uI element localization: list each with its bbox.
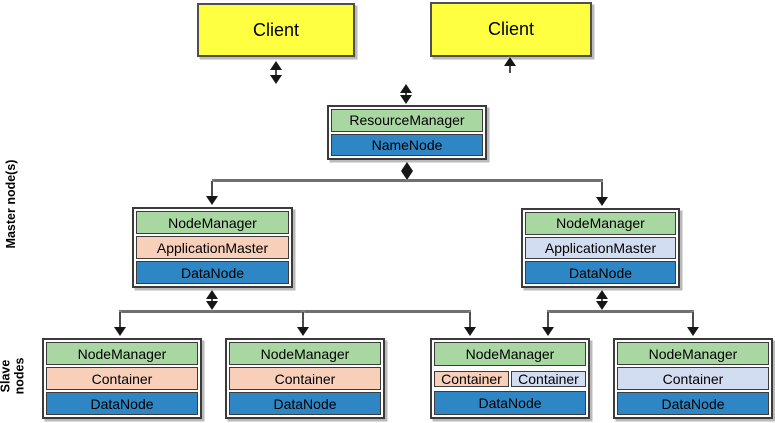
connector-line-right-slaves [547, 310, 694, 313]
client-node-2: Client [430, 2, 592, 57]
connector-line-left-slaves [119, 310, 471, 313]
nodemanager-row: NodeManager [434, 342, 586, 366]
arrow-stem [302, 312, 304, 329]
slave-nodes-label-line1: Slave [0, 359, 13, 393]
arrow-head-down-icon [206, 301, 218, 310]
container-row: Container [229, 367, 381, 390]
arrow-stem [469, 312, 471, 329]
arrow-head-up-icon [270, 61, 282, 70]
nodemanager-row: NodeManager [617, 342, 769, 365]
arrow-head-up-icon [401, 162, 413, 171]
namenode-row: NameNode [331, 133, 483, 156]
arrow-to-slave4 [687, 312, 699, 336]
arrow-stem [601, 182, 603, 199]
arrow-stem [119, 312, 121, 329]
arrow-head-up-icon [596, 290, 608, 299]
arrow-to-slave3-left-container [464, 312, 476, 336]
arrow-head-down-icon [596, 197, 608, 206]
arrow-master-to-workers-line [401, 162, 413, 180]
arrow-head-down-icon [596, 301, 608, 310]
slave-node-1-box: NodeManager Container DataNode [42, 338, 202, 419]
arrow-head-down-icon [400, 95, 412, 104]
arrow-head-up-icon [504, 57, 516, 66]
nodemanager-row: NodeManager [46, 342, 198, 365]
nodemanager-row: NodeManager [525, 212, 676, 235]
slave-node-3-box: NodeManager Container Container DataNode [430, 338, 590, 419]
applicationmaster-row: ApplicationMaster [525, 236, 676, 260]
arrow-stem [211, 296, 213, 304]
arrow-head-up-icon [400, 84, 412, 93]
worker-node-left-box: NodeManager ApplicationMaster DataNode [132, 207, 293, 288]
datanode-row: DataNode [46, 392, 198, 415]
arrow-head-down-icon [401, 171, 413, 180]
arrow-workerleft-to-slaves-line [206, 290, 218, 310]
arrow-stem [405, 90, 407, 98]
arrow-head-down-icon [270, 75, 282, 84]
arrow-to-slave3-right-container [542, 312, 554, 336]
arrow-resourcemanager-clients [400, 84, 412, 104]
arrow-head-down-icon [687, 327, 699, 336]
datanode-row: DataNode [229, 392, 381, 415]
arrow-client2-resourcemanager [504, 57, 516, 73]
arrow-head-up-icon [206, 290, 218, 299]
connector-line-master-workers [212, 179, 603, 182]
nodemanager-row: NodeManager [136, 211, 289, 234]
container-cell-left: Container [434, 370, 509, 387]
arrow-stem [692, 312, 694, 329]
slave-node-2-box: NodeManager Container DataNode [225, 338, 385, 419]
datanode-row: DataNode [617, 392, 769, 415]
slave-nodes-label: Slave nodes [0, 329, 29, 423]
client-1-label: Client [252, 19, 300, 40]
arrow-head-down-icon [206, 196, 218, 205]
arrow-stem [211, 181, 213, 198]
datanode-row: DataNode [434, 391, 586, 416]
arrow-client1-resourcemanager [270, 61, 282, 84]
container-row: Container [46, 367, 198, 390]
arrow-head-down-icon [297, 327, 309, 336]
arrow-workerright-to-slaves-line [596, 290, 608, 310]
master-node-box: ResourceManager NameNode [327, 105, 487, 160]
arrow-to-worker-left [206, 181, 218, 205]
container-row: Container [617, 367, 769, 390]
slave-nodes-label-line2: nodes [12, 357, 27, 395]
arrow-head-down-icon [464, 327, 476, 336]
container-cell-right: Container [511, 370, 586, 387]
arrow-head-down-icon [542, 327, 554, 336]
arrow-to-worker-right [596, 182, 608, 206]
applicationmaster-row: ApplicationMaster [136, 236, 289, 259]
nodemanager-row: NodeManager [229, 342, 381, 365]
arrow-stem [509, 64, 511, 73]
arrow-to-slave2 [297, 312, 309, 336]
worker-node-right-box: NodeManager ApplicationMaster DataNode [521, 208, 680, 288]
arrow-stem [547, 312, 549, 329]
client-2-label: Client [487, 19, 535, 39]
master-nodes-label: Master node(s) [4, 159, 18, 249]
client-node-1: Client [197, 3, 355, 57]
arrow-to-slave1 [114, 312, 126, 336]
arrow-head-down-icon [114, 327, 126, 336]
datanode-row: DataNode [136, 261, 289, 284]
datanode-row: DataNode [525, 261, 676, 285]
slave-node-4-box: NodeManager Container DataNode [613, 338, 773, 419]
arrow-stem [601, 296, 603, 304]
arrow-stem [275, 67, 277, 78]
resource-manager-row: ResourceManager [331, 109, 483, 132]
container-row-split: Container Container [434, 368, 586, 390]
